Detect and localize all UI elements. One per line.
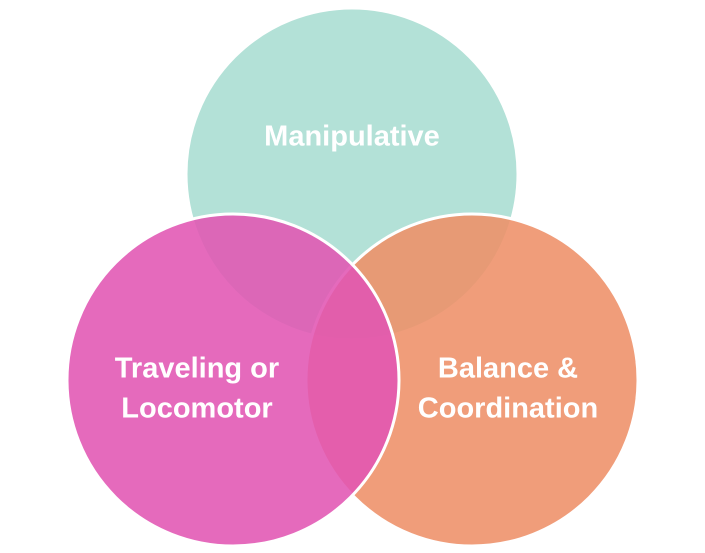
balance-coordination-label-line-1: Balance & (438, 353, 578, 385)
traveling-locomotor-label-line-2: Locomotor (121, 393, 272, 425)
traveling-locomotor-set (65, 212, 401, 548)
traveling-locomotor-circle (65, 212, 401, 548)
traveling-locomotor-label-line-1: Traveling or (115, 353, 279, 385)
manipulative-label: Manipulative (264, 121, 440, 153)
balance-coordination-label-line-2: Coordination (418, 393, 598, 425)
